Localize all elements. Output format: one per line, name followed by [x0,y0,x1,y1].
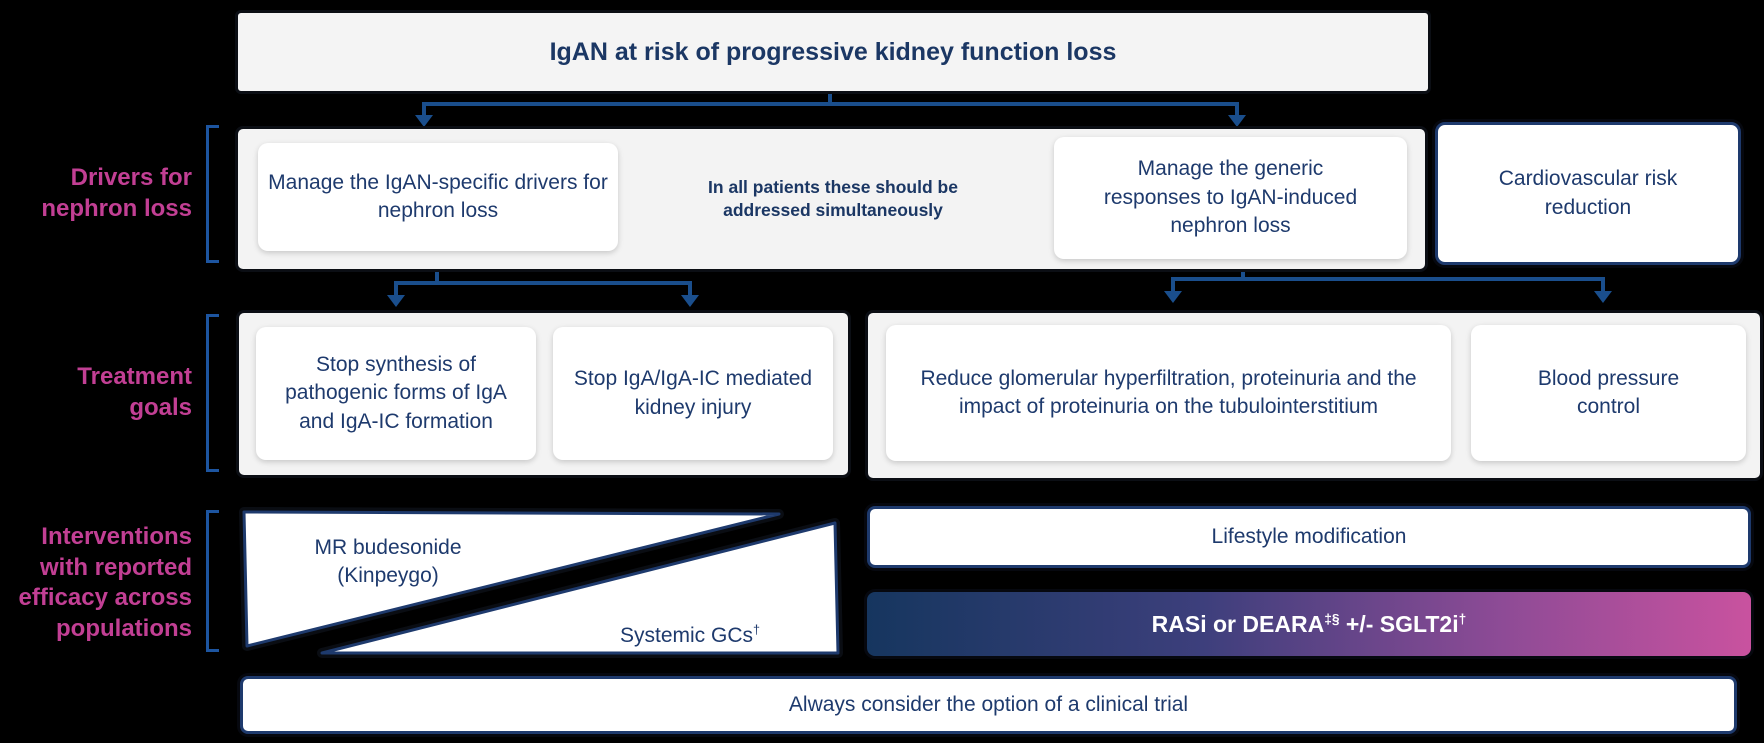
arrowhead-icons [387,115,1612,307]
reduce-hyperfiltration-card: Reduce glomerular hyperfiltration, prote… [886,325,1451,461]
diagonal-trapezoids [239,507,843,658]
clinical-trial-box: Always consider the option of a clinical… [240,676,1737,734]
blood-pressure-text: Blood pressure control [1537,366,1680,418]
lifestyle-box: Lifestyle modification [867,506,1751,568]
clinical-trial-text: Always consider the option of a clinical… [788,692,1189,716]
bracket-goals [206,314,219,472]
label-interventions: Interventions with reported efficacy acr… [18,523,192,643]
stop-synthesis-text: Stop synthesis of pathogenic forms of Ig… [285,352,507,433]
page-title: IgAN at risk of progressive kidney funct… [549,37,1117,66]
cardiovascular-text: Cardiovascular risk reduction [1498,167,1678,219]
goals-left-container: Stop synthesis of pathogenic forms of Ig… [236,310,851,478]
reduce-hyperfiltration-text: Reduce glomerular hyperfiltration, prote… [920,366,1417,418]
stop-injury-text: Stop IgA/IgA-IC mediated kidney injury [573,367,813,419]
bracket-interventions [206,510,219,652]
manage-igan-specific-text: Manage the IgAN-specific drivers for nep… [268,170,608,222]
manage-igan-specific-card: Manage the IgAN-specific drivers for nep… [258,143,618,251]
label-treatment-goals: Treatment goals [77,363,192,421]
bracket-drivers [206,125,219,263]
rasi-deara-text: RASi or DEARA‡§ +/- SGLT2i† [1151,610,1467,637]
stop-injury-card: Stop IgA/IgA-IC mediated kidney injury [553,327,833,460]
blood-pressure-card: Blood pressure control [1471,325,1746,461]
simultaneous-note-text: In all patients these should be addresse… [708,177,958,220]
mr-budesonide-text: MR budesonide (Kinpeygo) [314,536,462,588]
goals-right-container: Reduce glomerular hyperfiltration, prote… [865,310,1763,481]
drivers-container: Manage the IgAN-specific drivers for nep… [235,126,1428,272]
cardiovascular-box: Cardiovascular risk reduction [1435,122,1741,265]
simultaneous-note: In all patients these should be addresse… [668,169,998,229]
header-box: IgAN at risk of progressive kidney funct… [235,10,1431,94]
manage-generic-text: Manage the generic responses to IgAN-ind… [1103,157,1358,238]
rasi-deara-gradient-bar: RASi or DEARA‡§ +/- SGLT2i† [867,592,1751,656]
stop-synthesis-card: Stop synthesis of pathogenic forms of Ig… [256,327,536,460]
manage-generic-card: Manage the generic responses to IgAN-ind… [1054,137,1407,259]
systemic-gcs-text: Systemic GCs† [619,623,761,648]
lifestyle-text: Lifestyle modification [1211,524,1407,548]
budesonide-gcs-group: MR budesonide (Kinpeygo) Systemic GCs† [238,504,850,660]
label-drivers-for-nephron-loss: Drivers for nephron loss [41,164,192,222]
